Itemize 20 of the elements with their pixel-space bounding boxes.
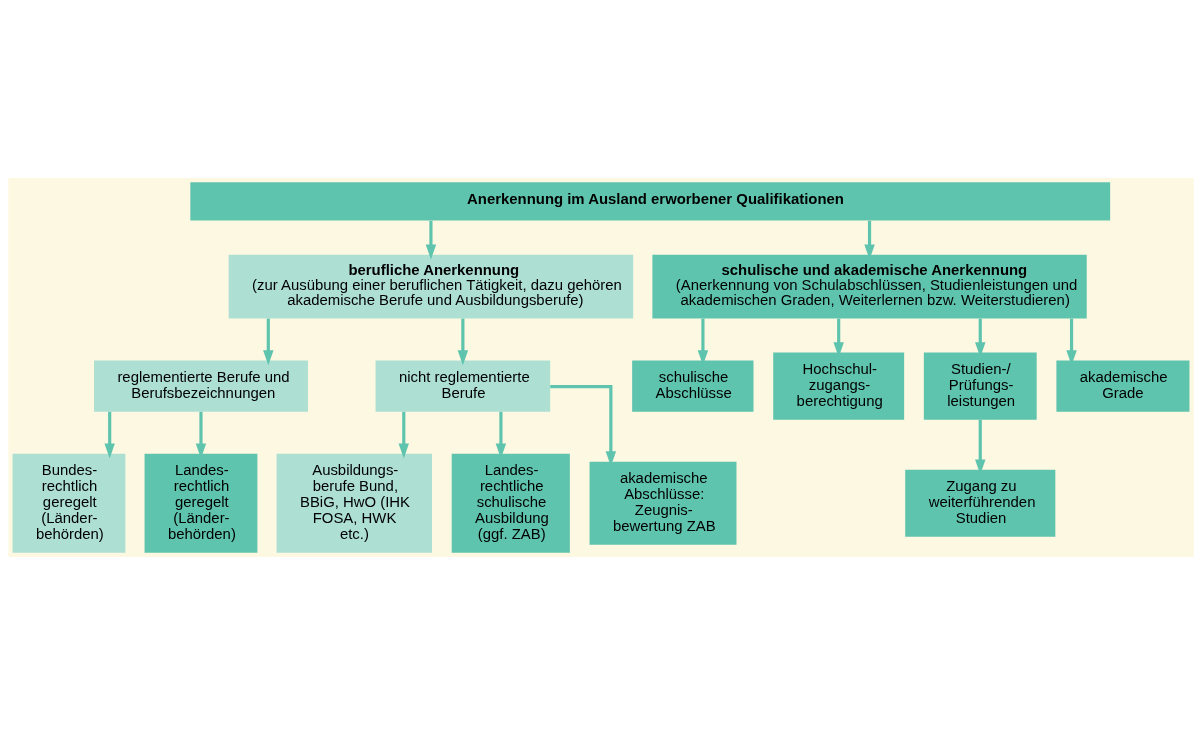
node-box: akademische Grade: [1056, 360, 1190, 412]
node-box: schulische Abschlüsse: [632, 360, 754, 412]
node-box: Ausbildungs- berufe Bund, BBiG, HwO (IHK FOSA, HWK etc.): [276, 453, 432, 553]
node-box: Landes- rechtliche schulische Ausbildung (ggf. ZAB): [451, 453, 570, 553]
node-box: Zugang zu weiterführenden Studien: [905, 469, 1056, 537]
arrow: [425, 220, 437, 260]
node-box: reglementierte Berufe und Berufsbezeichnungen: [94, 360, 308, 412]
arrow: [104, 411, 115, 459]
node-box: Hochschul- zugangs- berechtigung: [773, 352, 905, 420]
arrow: [263, 318, 274, 366]
node-box: Studien-/ Prüfungs- leistungen: [923, 352, 1037, 420]
node-box: schulische und akademische Anerkennung (Anerkennung von Schulabschlüssen, Studienleistungen und akademischen Graden, Weiterlernen bzw. Weiterstudieren): [652, 254, 1087, 319]
node-box: berufliche Anerkennung (zur Ausübung einer beruflichen Tätigkeit, dazu gehören akademische Berufe und Ausbildungsberufe): [228, 254, 634, 319]
node-box: nicht reglementierte Berufe: [375, 360, 551, 412]
node-box: akademische Abschlüsse: Zeugnis- bewertung ZAB: [589, 461, 737, 545]
node-box: Anerkennung im Ausland erworbener Qualifikationen: [190, 182, 1111, 221]
arrow: [398, 411, 409, 459]
arrow: [457, 318, 469, 366]
node-box: Bundes- rechtlich geregelt (Länder- behörden): [12, 453, 126, 553]
node-box: Landes- rechtlich geregelt (Länder- behörden): [144, 453, 258, 553]
